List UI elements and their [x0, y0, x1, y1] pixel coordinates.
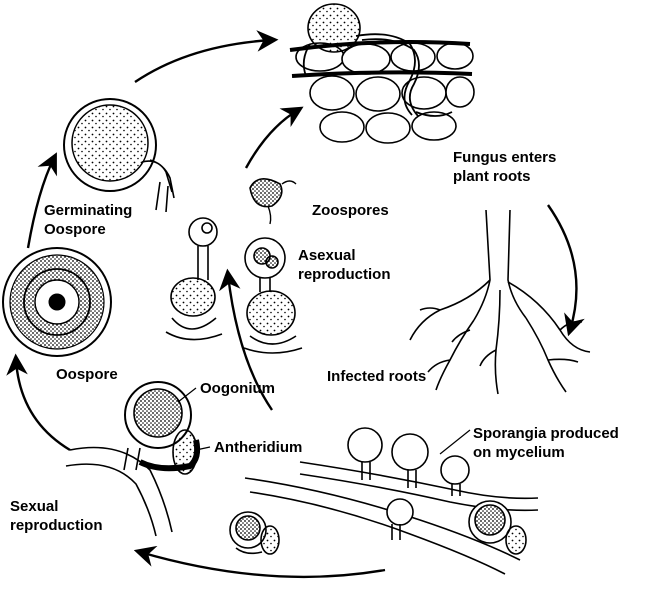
label-sporangia-line2: on mycelium [473, 443, 619, 462]
label-zoospores: Zoospores [312, 201, 389, 220]
label-asexual-line2: reproduction [298, 265, 391, 284]
asexual-sporangia-illustration [166, 218, 302, 353]
zoospore-illustration [250, 179, 296, 224]
infected-roots-illustration [410, 210, 590, 394]
label-antheridium: Antheridium [214, 438, 302, 457]
label-sexual-line2: reproduction [10, 516, 103, 535]
arrow-zoospores-to-tissue [246, 110, 298, 168]
label-sporangia-produced: Sporangia produced on mycelium [473, 424, 619, 462]
arrow-to-root-tissue [135, 40, 272, 82]
label-fungus-enters: Fungus enters plant roots [453, 148, 556, 186]
label-asexual-reproduction: Asexual reproduction [298, 246, 391, 284]
leader-sporangia [440, 430, 470, 454]
oospore-illustration [3, 248, 111, 356]
label-infected-roots: Infected roots [327, 367, 426, 386]
label-sexual-line1: Sexual [10, 497, 103, 516]
label-fungus-enters-line2: plant roots [453, 167, 556, 186]
label-asexual-line1: Asexual [298, 246, 391, 265]
germinating-oospore-illustration [64, 99, 174, 212]
root-tissue-illustration [290, 4, 474, 143]
label-sporangia-line1: Sporangia produced [473, 424, 619, 443]
label-fungus-enters-line1: Fungus enters [453, 148, 556, 167]
label-sexual-reproduction: Sexual reproduction [10, 497, 103, 535]
arrow-bottom-to-sexual [140, 552, 385, 577]
label-germinating-line2: Oospore [44, 220, 132, 239]
label-germinating-oospore: Germinating Oospore [44, 201, 132, 239]
arrow-fungus-down-roots [548, 205, 576, 330]
label-germinating-line1: Germinating [44, 201, 132, 220]
label-oospore: Oospore [56, 365, 118, 384]
label-oogonium: Oogonium [200, 379, 275, 398]
